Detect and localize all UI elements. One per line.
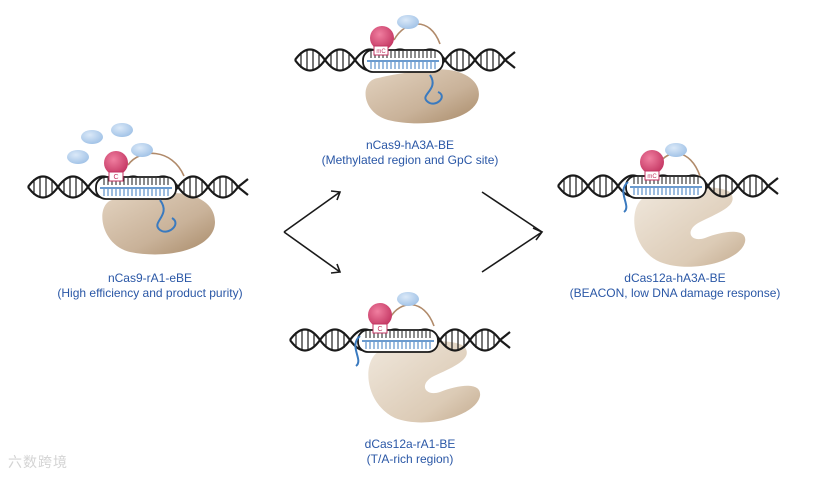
target-base-box [644,170,660,181]
caption-dcas12a-ra1: dCas12a-rA1-BE (T/A-rich region) [280,437,540,467]
target-base-box [372,323,388,334]
r-loop [95,176,177,200]
editor-name: nCas9-hA3A-BE [365,138,455,152]
ugi-domain-1 [81,130,103,144]
ugi-domain-3 [67,150,89,164]
caption-dcas12a-ha3a: dCas12a-hA3A-BE (BEACON, low DNA damage … [535,271,815,301]
cas9-protein [365,69,479,124]
ugi-domain [397,15,419,29]
cas12a-protein [634,187,746,267]
editor-note: (Methylated region and GpC site) [321,153,499,167]
linker [127,152,185,177]
methyl-c-label: mC [647,174,657,180]
target-base-box [108,171,124,182]
arrow-right-up [481,231,543,273]
arrow-left-up [283,191,341,233]
editor-note: (High efficiency and product purity) [57,286,243,300]
watermark: 六数跨境 [8,455,68,471]
editor-name: dCas12a-rA1-BE [364,437,456,451]
caption-ncas9-ha3a: nCas9-hA3A-BE (Methylated region and GpC… [280,138,540,168]
linker [389,303,435,327]
deaminase [104,151,128,175]
editor-name: dCas12a-hA3A-BE [624,271,726,285]
guide-rna [156,199,177,233]
editor-ncas9-ha3a: mC [293,15,517,124]
editor-name: nCas9-rA1-eBE [107,271,193,285]
r-loop [625,175,707,199]
deaminase [368,303,392,327]
ugi-domain-4 [131,143,153,157]
methyl-c-label: mC [376,49,386,55]
guide-rna [622,181,629,213]
guide-rna [424,74,443,105]
linker [657,152,701,177]
r-loop [357,329,439,353]
ugi-domain-2 [111,123,133,137]
caption-ncas9-ra1: nCas9-rA1-eBE (High efficiency and produ… [20,271,280,301]
editor-note: (T/A-rich region) [366,452,454,466]
arrow-left-up-head [330,190,342,201]
arrow-left-down [283,231,341,273]
arrow-right-head [532,227,544,241]
cytosine-label: C [113,174,118,181]
editor-dcas12a-ra1: C [288,292,512,423]
ugi-domain [397,292,419,306]
editor-note: (BEACON, low DNA damage response) [569,286,781,300]
deaminase [640,150,664,174]
target-base-box [373,45,389,56]
editor-ncas9-ra1: C [26,123,250,255]
ugi-domain [665,143,687,157]
cytosine-label: C [377,326,382,333]
guide-rna [354,335,361,367]
arrow-left-down-head [330,263,342,274]
deaminase [370,26,394,50]
workflow-arrows [283,190,544,274]
arrow-right-down [481,191,543,233]
editor-dcas12a-ha3a: mC [556,143,780,267]
cas12a-protein [368,341,481,423]
